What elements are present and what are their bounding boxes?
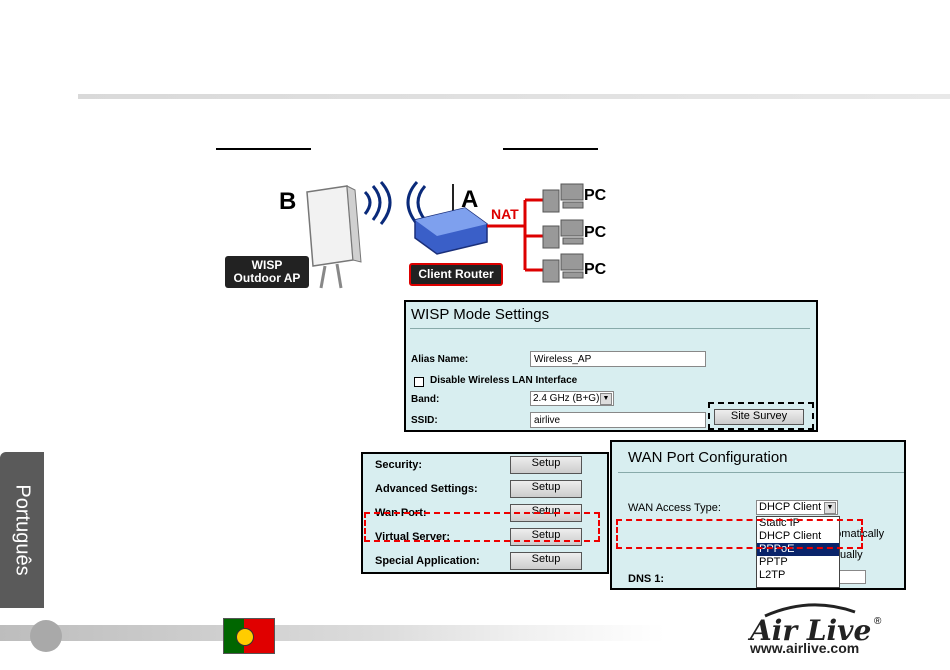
site-survey-highlight — [708, 402, 814, 430]
language-side-tab: Português — [0, 452, 44, 608]
label-b: B — [279, 188, 297, 215]
alias-label: Alias Name: — [411, 354, 469, 365]
pc-label-2: PC — [584, 224, 607, 241]
option-pppoe[interactable]: PPPoE — [757, 543, 839, 556]
disable-wlan-label: Disable Wireless LAN Interface — [430, 375, 578, 386]
diagram-graphics — [306, 180, 584, 289]
dns1-input[interactable] — [838, 570, 866, 584]
pc-label-3: PC — [584, 261, 607, 278]
band-select[interactable]: 2.4 GHz (B+G) ▼ — [530, 391, 614, 406]
wireless-waves-icon — [363, 180, 427, 225]
underline-left — [216, 148, 311, 150]
client-router-label: Client Router — [409, 263, 503, 286]
pc-icons — [542, 183, 584, 283]
option-pptp[interactable]: PPTP — [759, 556, 788, 568]
disable-wlan-checkbox[interactable] — [414, 377, 424, 387]
page-circle — [30, 620, 62, 652]
wan-behind-text-1: utomatically — [826, 528, 885, 540]
wan-config-panel: WAN Port Configuration WAN Access Type: … — [610, 440, 906, 590]
header-rule — [78, 94, 950, 99]
label-a: A — [461, 186, 479, 213]
ssid-input[interactable]: airlive — [530, 412, 706, 428]
cable-lines — [487, 198, 545, 272]
dns1-label: DNS 1: — [628, 573, 665, 585]
setup-row-label-special-app: Special Application: — [375, 555, 480, 567]
wan-access-dropdown: Static IP DHCP Client PPPoE PPTP L2TP — [756, 516, 840, 588]
band-label: Band: — [411, 394, 440, 405]
wan-access-select[interactable]: DHCP Client ▼ — [756, 500, 838, 515]
ssid-label: SSID: — [411, 415, 438, 426]
logo-swoosh-icon — [764, 603, 856, 618]
outdoor-ap-icon — [306, 185, 362, 289]
pc-label-1: PC — [584, 187, 607, 204]
site-survey-button[interactable]: Site Survey — [714, 409, 804, 425]
setup-button-security[interactable]: Setup — [510, 456, 582, 474]
wan-title-separator — [618, 472, 904, 473]
wisp-ap-label: WISP Outdoor AP — [225, 256, 309, 288]
logo-registered: ® — [874, 616, 882, 627]
option-dhcp-client[interactable]: DHCP Client — [759, 530, 822, 542]
wan-options-highlight — [616, 519, 863, 549]
wan-access-select-value: DHCP Client — [759, 501, 822, 513]
setup-button-advanced[interactable]: Setup — [510, 480, 582, 498]
chevron-down-icon: ▼ — [600, 393, 612, 405]
wisp-line-2: Outdoor AP — [233, 271, 301, 285]
footer-url: www.airlive.com — [750, 640, 860, 656]
setup-button-special-app[interactable]: Setup — [510, 552, 582, 570]
wan-access-label: WAN Access Type: — [628, 502, 721, 514]
network-diagram: B A NAT WISP Outdoor AP Client Router PC… — [225, 180, 645, 292]
airlive-logo: Air Live ® www.airlive.com — [750, 600, 930, 660]
chevron-down-icon: ▼ — [824, 502, 836, 514]
logo-brand: Air Live — [750, 614, 872, 647]
wan-panel-title: WAN Port Configuration — [628, 449, 788, 466]
alias-input[interactable]: Wireless_AP — [530, 351, 706, 367]
wan-port-highlight — [364, 512, 600, 542]
nat-label: NAT — [491, 206, 519, 222]
language-label: Português — [11, 484, 34, 576]
underline-right — [503, 148, 598, 150]
band-select-value: 2.4 GHz (B+G) — [533, 393, 600, 404]
setup-row-label-security: Security: — [375, 459, 423, 471]
wisp-settings-panel: WISP Mode Settings Alias Name: Wireless_… — [404, 300, 818, 432]
option-l2tp[interactable]: L2TP — [759, 569, 786, 581]
wisp-line-1: WISP — [251, 258, 283, 272]
wan-behind-text-2: ually — [840, 549, 863, 561]
wisp-panel-title: WISP Mode Settings — [411, 306, 550, 323]
router-icon — [414, 184, 488, 255]
wisp-title-separator — [410, 328, 810, 329]
setup-row-label-advanced: Advanced Settings: — [375, 483, 478, 495]
portugal-flag-icon — [223, 618, 275, 654]
